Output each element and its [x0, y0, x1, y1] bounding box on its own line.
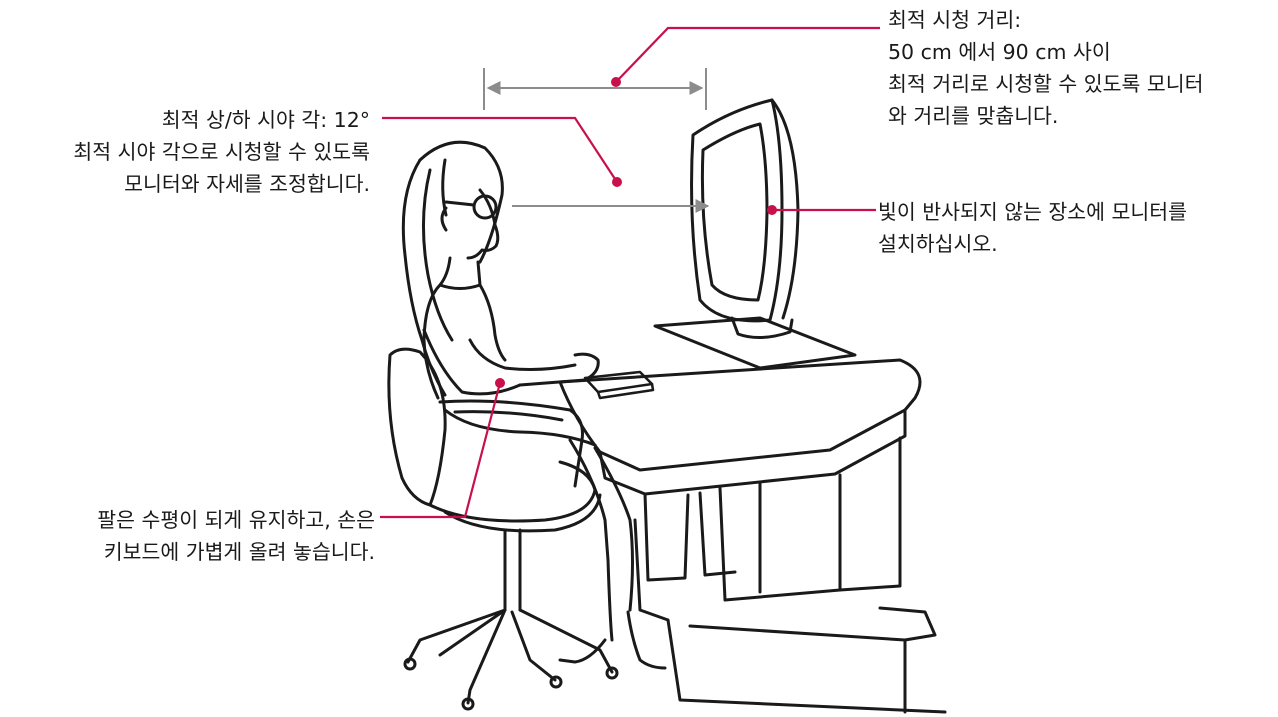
leader-arm-position — [380, 382, 502, 519]
callout-viewing-angle-line-3: 모니터와 자세를 조정합니다. — [124, 172, 370, 196]
viewing-distance-dimension — [483, 68, 707, 110]
callout-arm-position: 팔은 수평이 되게 유지하고, 손은 키보드에 가볍게 올려 놓습니다. — [0, 504, 375, 568]
monitor-illustration — [653, 98, 857, 370]
callout-glare-line-2: 설치하십시오. — [878, 232, 998, 256]
callout-viewing-distance-line-2: 50 cm 에서 90 cm 사이 — [888, 40, 1111, 64]
leader-dot-arm-position — [495, 378, 505, 388]
woman-at-desk-illustration — [401, 140, 667, 670]
leader-dot-glare — [767, 205, 777, 215]
keyboard-illustration — [583, 370, 655, 400]
callout-glare-line-1: 빛이 반사되지 않는 장소에 모니터를 — [878, 200, 1187, 224]
callout-viewing-distance-line-1: 최적 시청 거리: — [888, 8, 1022, 32]
callout-viewing-distance: 최적 시청 거리: 50 cm 에서 90 cm 사이 최적 거리로 시청할 수… — [888, 4, 1203, 132]
callout-viewing-angle-line-2: 최적 시야 각으로 시청할 수 있도록 — [73, 140, 370, 164]
callout-arm-position-line-1: 팔은 수평이 되게 유지하고, 손은 — [97, 508, 375, 532]
callout-glare: 빛이 반사되지 않는 장소에 모니터를 설치하십시오. — [878, 196, 1187, 260]
leader-dot-viewing-distance — [611, 77, 621, 87]
leader-dot-viewing-angle — [612, 177, 622, 187]
callout-viewing-distance-line-3: 최적 거리로 시청할 수 있도록 모니터 — [888, 72, 1204, 96]
desk-illustration — [558, 358, 947, 714]
callout-viewing-distance-line-4: 와 거리를 맞춥니다. — [888, 104, 1059, 128]
callout-arm-position-line-2: 키보드에 가볍게 올려 놓습니다. — [103, 540, 375, 564]
leader-viewing-angle — [382, 116, 618, 183]
leader-viewing-distance — [615, 26, 880, 83]
chair-illustration — [387, 347, 619, 711]
callout-viewing-angle-line-1: 최적 상/하 시야 각: 12° — [161, 108, 370, 132]
leader-lines — [380, 26, 880, 519]
callout-viewing-angle: 최적 상/하 시야 각: 12° 최적 시야 각으로 시청할 수 있도록 모니터… — [0, 104, 370, 200]
